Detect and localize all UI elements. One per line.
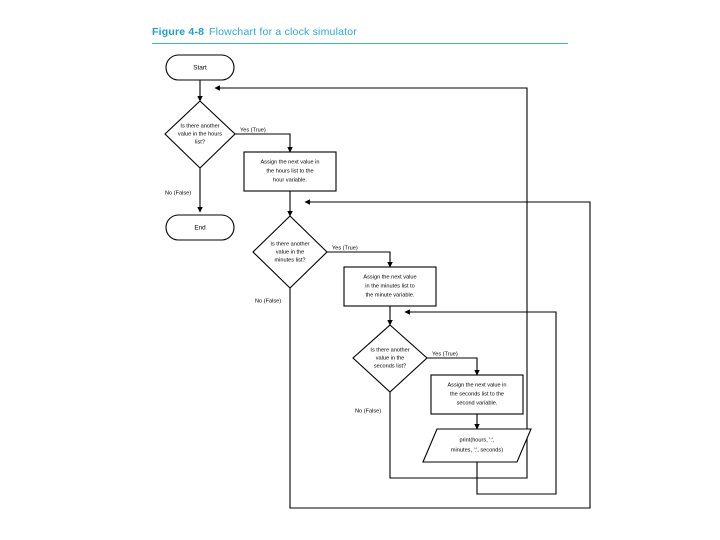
node-decision-seconds-line2: value in the xyxy=(376,355,405,361)
figure-number-label: Figure 4-8 xyxy=(152,26,205,38)
node-process-seconds-line3: second variable. xyxy=(457,400,498,406)
node-process-hours-line1: Assign the next value in xyxy=(260,159,319,165)
edge-label-seconds-no: No (False) xyxy=(355,408,381,414)
edge-seconds-yes-to-process xyxy=(427,357,480,376)
node-decision-minutes-line1: Is there another xyxy=(270,241,309,247)
node-decision-hours xyxy=(164,100,236,169)
figure-rule-divider xyxy=(152,43,568,44)
node-decision-hours-line1: Is there another xyxy=(180,123,219,129)
edge-label-hours-yes: Yes (True) xyxy=(240,127,266,133)
node-process-minutes-line3: the minute variable. xyxy=(366,292,415,298)
node-end-terminal xyxy=(165,214,235,241)
edge-hours-yes-to-process xyxy=(235,133,293,153)
edge-label-minutes-no: No (False) xyxy=(255,298,281,304)
edge-seconds-no-loop-back xyxy=(214,85,528,479)
node-decision-seconds-line1: Is there another xyxy=(370,347,409,353)
node-decision-hours-line3: list? xyxy=(195,139,205,145)
edge-output-loop-back-to-seconds-decision xyxy=(404,309,557,495)
node-decision-minutes-line2: value in the xyxy=(276,249,305,255)
node-decision-seconds-line3: seconds list? xyxy=(374,363,406,369)
edge-minutes-yes-to-process xyxy=(327,251,393,268)
node-output-print-line2: minutes, ':', seconds) xyxy=(451,447,503,453)
edge-label-minutes-yes: Yes (True) xyxy=(332,245,358,251)
figure-header: Figure 4-8 Flowchart for a clock simulat… xyxy=(152,26,568,48)
edge-minutes-no-loop-back xyxy=(289,199,591,509)
node-start-terminal xyxy=(165,54,235,81)
node-process-seconds-line2: the seconds list to the xyxy=(450,391,504,397)
node-process-minutes-line1: Assign the next value xyxy=(363,274,416,280)
node-process-hours-line3: hour variable. xyxy=(273,177,307,183)
node-process-hours xyxy=(243,151,337,192)
node-process-minutes xyxy=(343,266,437,307)
node-process-seconds xyxy=(430,374,524,415)
node-end-label: End xyxy=(194,225,206,232)
figure-caption: Flowchart for a clock simulator xyxy=(209,26,357,38)
edge-label-seconds-yes: Yes (True) xyxy=(432,351,458,357)
node-decision-minutes xyxy=(252,215,328,289)
node-process-seconds-line1: Assign the next value in xyxy=(447,382,506,388)
edge-label-hours-no: No (False) xyxy=(165,190,191,196)
node-output-print xyxy=(422,428,532,463)
node-process-minutes-line2: in the minutes list to xyxy=(365,283,414,289)
node-decision-hours-line2: value in the hours xyxy=(178,131,222,137)
node-start-label: Start xyxy=(193,65,207,72)
node-output-print-line1: print(hours, ':', xyxy=(459,437,495,443)
node-decision-minutes-line3: minutes list? xyxy=(274,257,305,263)
node-decision-seconds xyxy=(352,324,428,393)
node-process-hours-line2: the hours list to the xyxy=(266,168,313,174)
